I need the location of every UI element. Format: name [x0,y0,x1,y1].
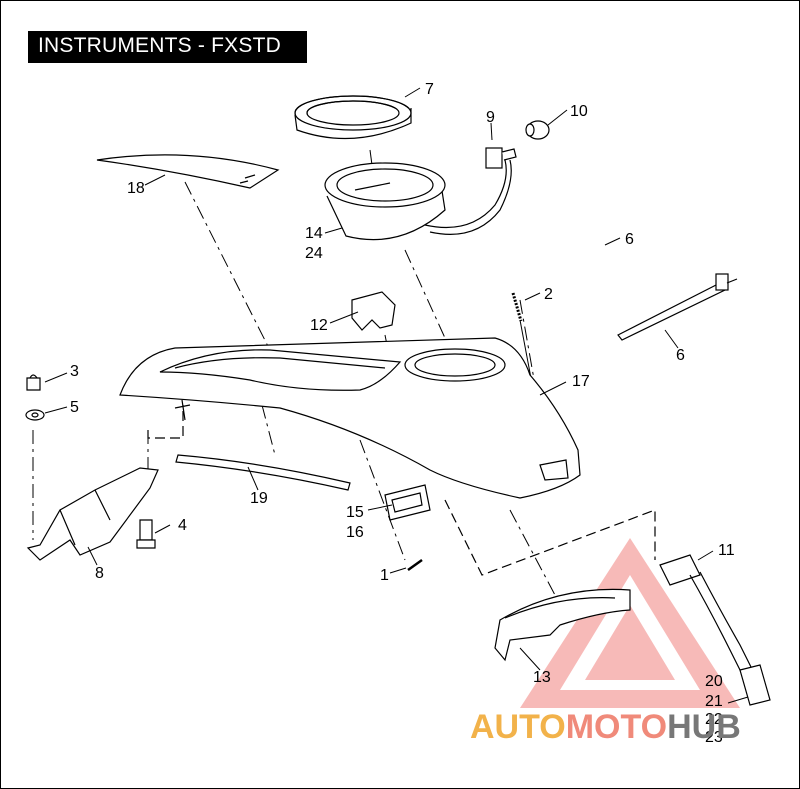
callout-12: 12 [310,317,328,334]
callout-15: 15 [346,504,364,521]
diagram-title: INSTRUMENTS - FXSTD [38,34,281,57]
callout-16: 16 [346,524,364,541]
callout-4: 4 [178,517,187,534]
callout-9: 9 [486,109,495,126]
callout-21: 21 [705,693,723,710]
callout-18: 18 [127,180,145,197]
callout-14: 14 [305,225,323,242]
title-banner [28,31,307,63]
callout-6b: 6 [676,347,685,364]
callout-8: 8 [95,565,104,582]
watermark-text: AUTOMOTOHUB [470,708,741,746]
callout-23: 23 [705,729,723,746]
callout-10: 10 [570,103,588,120]
callout-17: 17 [572,373,590,390]
watermark-logo [520,538,740,708]
callout-19: 19 [250,490,268,507]
svg-text:AUTOMOTOHUB: AUTOMOTOHUB [470,708,741,746]
callout-7: 7 [425,81,434,98]
callout-1: 1 [380,567,389,584]
callout-3: 3 [70,363,79,380]
callout-22: 22 [705,711,723,728]
callout-11: 11 [718,542,735,559]
callout-20: 20 [705,673,723,690]
callout-5: 5 [70,399,79,416]
callout-6a: 6 [625,231,634,248]
callout-24: 24 [305,245,323,262]
callout-13: 13 [533,669,551,686]
watermark-part-hub: HUB [667,708,741,746]
watermark-part-auto: AUTO [470,708,566,746]
callout-2: 2 [544,286,553,303]
watermark-part-moto: MOTO [566,708,667,746]
